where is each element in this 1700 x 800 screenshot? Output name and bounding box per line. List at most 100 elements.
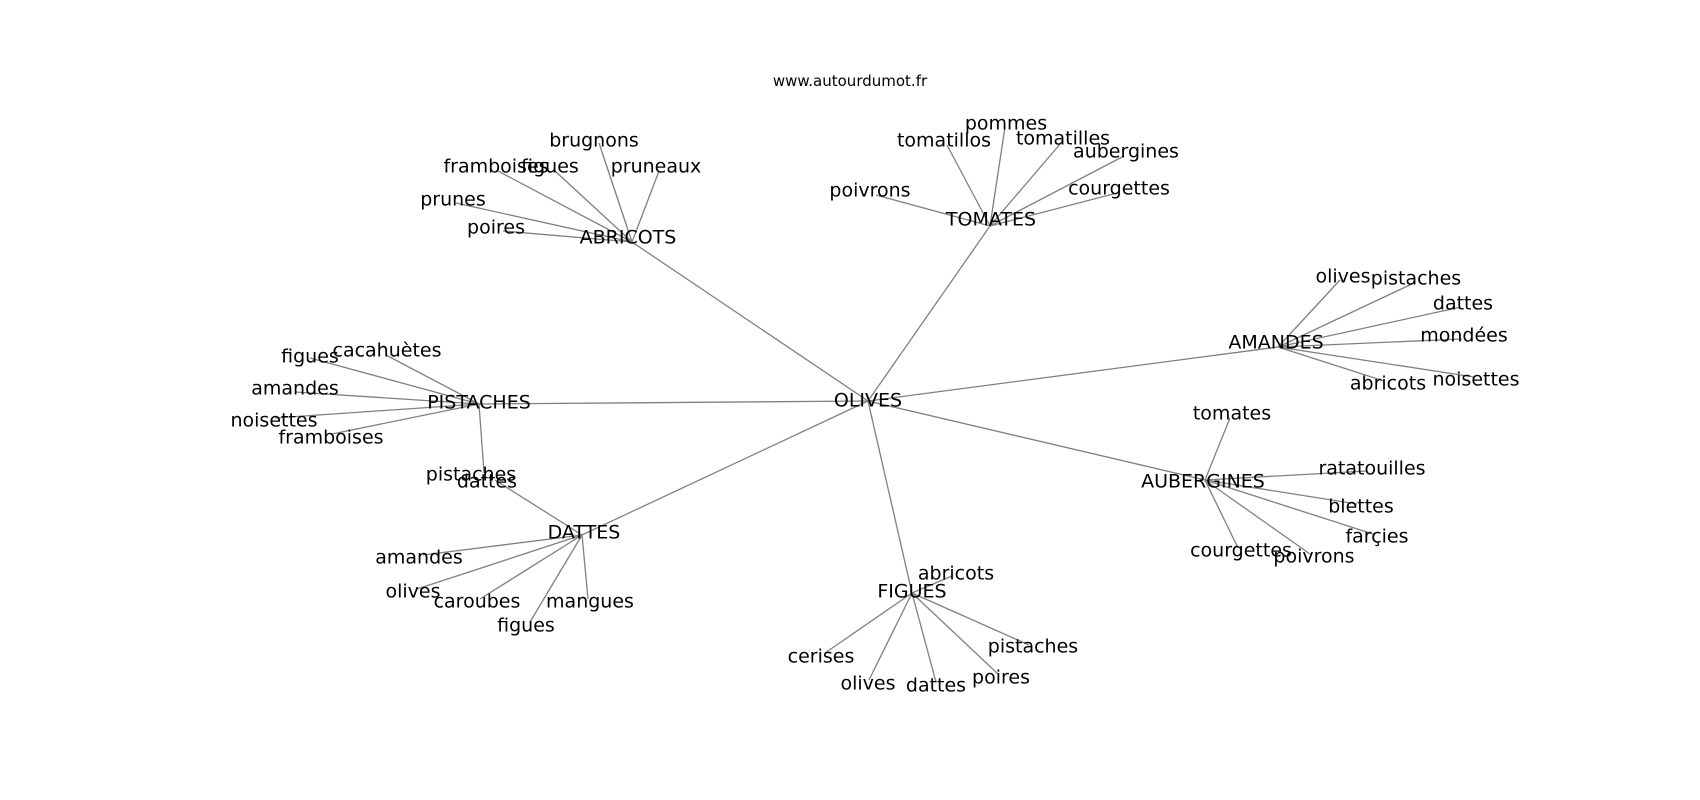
- edge-center-to-hub: [867, 346, 1279, 402]
- edge-hub-to-leaf: [309, 357, 480, 405]
- edge-hub-to-leaf: [911, 575, 953, 594]
- edge-hub-to-leaf: [1204, 479, 1239, 549]
- edge-hub-to-leaf: [331, 403, 480, 435]
- edge-hub-to-leaf: [1277, 346, 1475, 378]
- edge-hub-to-leaf: [529, 534, 583, 623]
- leaf-node-label: brugnons: [549, 130, 639, 152]
- edge-hub-to-leaf: [1204, 479, 1311, 555]
- leaf-node-label: figues: [281, 346, 339, 368]
- leaf-node-label: cerises: [788, 646, 855, 668]
- edge-center-to-hub: [631, 241, 869, 402]
- leaf-node-label: dattes: [457, 471, 517, 493]
- edge-hub-to-leaf: [1204, 479, 1374, 535]
- leaf-node-label: poivrons: [1273, 546, 1354, 568]
- edge-center-to-hub: [581, 400, 869, 536]
- edge-hub-to-leaf: [294, 391, 480, 405]
- edge-hub-to-leaf: [824, 592, 913, 654]
- edge-hub-to-leaf: [911, 592, 999, 675]
- edge-center-to-hub: [478, 400, 869, 405]
- hub-node-label: ABRICOTS: [580, 227, 677, 249]
- leaf-node-label: cacahuètes: [333, 340, 442, 362]
- hub-node-label: AUBERGINES: [1141, 471, 1265, 493]
- leaf-node-label: dattes: [1433, 293, 1493, 315]
- edge-hub-to-leaf: [502, 230, 633, 243]
- leaf-node-label: olives: [840, 673, 895, 695]
- edge-hub-to-leaf: [946, 144, 991, 227]
- leaf-node-label: olives: [1315, 266, 1370, 288]
- leaf-node-label: caroubes: [434, 591, 521, 613]
- leaf-node-label: poivrons: [829, 180, 910, 202]
- leaf-node-label: mondées: [1420, 325, 1508, 347]
- leaf-node-label: pruneaux: [611, 156, 702, 178]
- edge-hub-to-leaf: [455, 202, 633, 243]
- edge-hub-to-leaf: [1277, 338, 1463, 348]
- edge-hub-to-leaf: [598, 142, 633, 243]
- center-node-label: OLIVES: [834, 390, 902, 412]
- edge-hub-to-leaf: [1277, 282, 1415, 348]
- edge-hub-to-leaf: [274, 403, 480, 419]
- leaf-node-label: figues: [521, 156, 579, 178]
- leaf-node-label: prunes: [420, 189, 486, 211]
- leaf-node-label: framboises: [278, 427, 383, 449]
- hub-node-label: DATTES: [548, 522, 621, 544]
- leaf-node-label: noisettes: [1432, 369, 1519, 391]
- edge-hub-to-leaf: [989, 126, 1006, 227]
- edge-hub-to-leaf: [385, 354, 480, 405]
- edge-hub-to-leaf: [581, 534, 589, 600]
- site-url: www.autourdumot.fr: [772, 72, 928, 90]
- edge-hub-to-leaf: [911, 592, 1030, 646]
- leaf-node-label: tomatilles: [1016, 128, 1110, 150]
- leaf-node-label: olives: [385, 581, 440, 603]
- leaf-node-label: dattes: [906, 675, 966, 697]
- leaf-node-label: framboises: [443, 156, 548, 178]
- leaf-node-label: abricots: [918, 563, 994, 585]
- edge-hub-to-leaf: [554, 170, 633, 243]
- edge-center-to-hub: [867, 225, 991, 402]
- edge-center-to-hub: [867, 400, 913, 594]
- graph-edges: [274, 126, 1475, 683]
- edge-hub-to-leaf: [989, 142, 1062, 227]
- leaf-node-label: figues: [497, 615, 555, 637]
- leaf-node-label: poires: [972, 667, 1030, 689]
- leaf-node-label: pistaches: [988, 636, 1078, 658]
- leaf-node-label: ratatouilles: [1318, 458, 1425, 480]
- leaf-node-label: pommes: [965, 113, 1047, 135]
- edge-hub-to-leaf: [1277, 306, 1462, 348]
- hub-node-label: TOMATES: [945, 209, 1036, 231]
- edge-hub-to-leaf: [631, 170, 660, 243]
- hub-node-label: AMANDES: [1228, 332, 1323, 354]
- leaf-node-label: pistaches: [1371, 268, 1461, 290]
- hub-node-label: FIGUES: [877, 581, 946, 603]
- leaf-node-label: abricots: [1350, 373, 1426, 395]
- edge-hub-to-leaf: [1277, 346, 1385, 382]
- edge-hub-to-leaf: [875, 194, 991, 227]
- leaf-node-label: blettes: [1328, 496, 1394, 518]
- leaf-node-label: noisettes: [230, 410, 317, 432]
- edge-hub-to-leaf: [868, 592, 913, 681]
- leaf-node-label: courgettes: [1068, 178, 1170, 200]
- edge-hub-to-leaf: [1204, 470, 1368, 481]
- edge-hub-to-leaf: [1204, 479, 1358, 505]
- edge-hub-to-leaf: [422, 534, 583, 556]
- leaf-node-label: tomates: [1193, 403, 1271, 425]
- leaf-node-label: pistaches: [426, 464, 516, 486]
- edge-hub-to-leaf: [416, 534, 583, 590]
- hub-node-label: PISTACHES: [427, 392, 531, 414]
- edge-hub-to-leaf: [479, 534, 583, 600]
- edge-hub-to-leaf: [989, 192, 1118, 227]
- leaf-node-label: aubergines: [1073, 141, 1179, 163]
- edge-hub-to-leaf: [989, 155, 1125, 227]
- leaf-node-label: farçies: [1345, 526, 1408, 548]
- leaf-node-label: amandes: [375, 547, 463, 569]
- leaf-node-label: mangues: [546, 591, 634, 613]
- leaf-node-label: courgettes: [1190, 540, 1292, 562]
- edge-center-to-hub: [867, 400, 1206, 481]
- edge-cross-link: [494, 479, 583, 536]
- edge-cross-link: [478, 403, 485, 474]
- edge-hub-to-leaf: [911, 592, 937, 683]
- leaf-node-label: tomatillos: [897, 130, 991, 152]
- leaf-node-label: amandes: [251, 378, 339, 400]
- edge-hub-to-leaf: [1204, 417, 1231, 481]
